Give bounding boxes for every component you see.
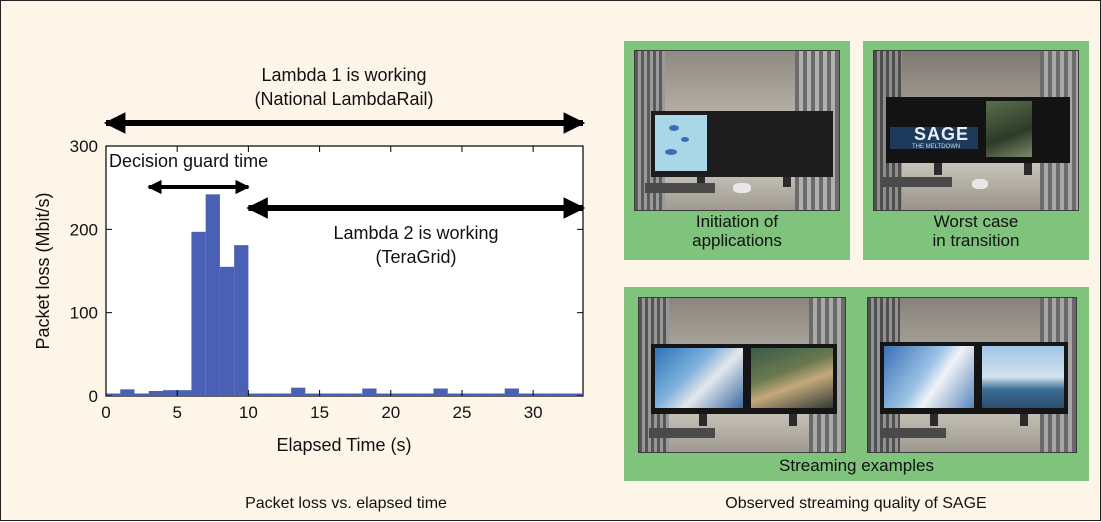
x-tick-label: 30 bbox=[524, 403, 543, 422]
streaming-caption: Streaming examples bbox=[779, 456, 934, 475]
bar bbox=[134, 393, 149, 396]
y-axis-label: Packet loss (Mbit/s) bbox=[33, 192, 53, 349]
bar bbox=[405, 393, 420, 396]
bar bbox=[461, 393, 477, 396]
bar bbox=[219, 266, 235, 396]
y-tick-label: 100 bbox=[70, 304, 98, 323]
bar bbox=[262, 393, 277, 396]
bar bbox=[433, 388, 448, 396]
bar bbox=[291, 387, 306, 396]
worst-case-caption-line2: in transition bbox=[932, 231, 1020, 250]
bar bbox=[348, 393, 363, 396]
bar bbox=[305, 393, 320, 396]
bar bbox=[575, 393, 583, 396]
bar bbox=[148, 391, 163, 396]
y-tick-label: 300 bbox=[70, 137, 98, 156]
bar bbox=[419, 393, 434, 396]
bar bbox=[319, 393, 334, 396]
photo-worst-case: SAGE THE MELTDOWN bbox=[873, 50, 1079, 211]
x-tick-label: 20 bbox=[381, 403, 400, 422]
initiation-caption-line2: applications bbox=[692, 231, 782, 250]
bar bbox=[120, 389, 135, 396]
bar bbox=[504, 388, 519, 396]
bar bbox=[248, 393, 263, 396]
bar bbox=[518, 393, 534, 396]
worst-case-caption-line1: Worst case bbox=[933, 212, 1019, 231]
x-tick-label: 10 bbox=[239, 403, 258, 422]
x-tick-label: 25 bbox=[453, 403, 472, 422]
bar bbox=[205, 194, 220, 396]
x-tick-label: 0 bbox=[101, 403, 110, 422]
lambda1-sublabel: (National LambdaRail) bbox=[254, 89, 433, 109]
bar bbox=[276, 393, 292, 396]
left-caption: Packet loss vs. elapsed time bbox=[245, 495, 447, 512]
bar bbox=[490, 393, 505, 396]
photo-frame-streaming: Streaming examples bbox=[624, 287, 1089, 481]
bar bbox=[561, 393, 576, 396]
bar bbox=[106, 393, 121, 396]
screen-title-text: SAGE bbox=[914, 124, 970, 144]
lambda1-label: Lambda 1 is working bbox=[261, 65, 426, 85]
plot-area bbox=[105, 145, 584, 397]
y-tick-label: 200 bbox=[70, 220, 98, 239]
photo-initiation bbox=[634, 50, 840, 211]
bar bbox=[533, 393, 548, 396]
bar bbox=[333, 393, 349, 396]
photo-streaming-2 bbox=[867, 297, 1077, 453]
bar bbox=[476, 393, 491, 396]
bar bbox=[177, 390, 192, 396]
lambda2-label: Lambda 2 is working bbox=[333, 223, 498, 243]
bar bbox=[376, 393, 391, 396]
x-tick-label: 15 bbox=[310, 403, 329, 422]
x-tick-label: 5 bbox=[172, 403, 181, 422]
y-tick-label: 0 bbox=[89, 387, 98, 406]
x-axis-label: Elapsed Time (s) bbox=[276, 435, 411, 455]
bar bbox=[234, 245, 249, 396]
lambda2-sublabel: (TeraGrid) bbox=[375, 247, 456, 267]
screen-subtitle-text: THE MELTDOWN bbox=[912, 144, 961, 150]
initiation-caption-line1: Initiation of bbox=[695, 212, 779, 231]
bar bbox=[162, 390, 178, 396]
right-caption: Observed streaming quality of SAGE bbox=[725, 495, 987, 512]
photo-frame-initiation: Initiation of applications bbox=[624, 41, 850, 260]
photo-frame-worst-case: SAGE THE MELTDOWN Worst case in transiti… bbox=[863, 41, 1089, 260]
bar bbox=[447, 393, 462, 396]
guard-time-label: Decision guard time bbox=[109, 151, 268, 171]
bar bbox=[191, 231, 206, 396]
bar bbox=[362, 388, 377, 396]
photo-streaming-1 bbox=[638, 297, 846, 453]
bar bbox=[547, 393, 562, 396]
bar bbox=[390, 393, 406, 396]
